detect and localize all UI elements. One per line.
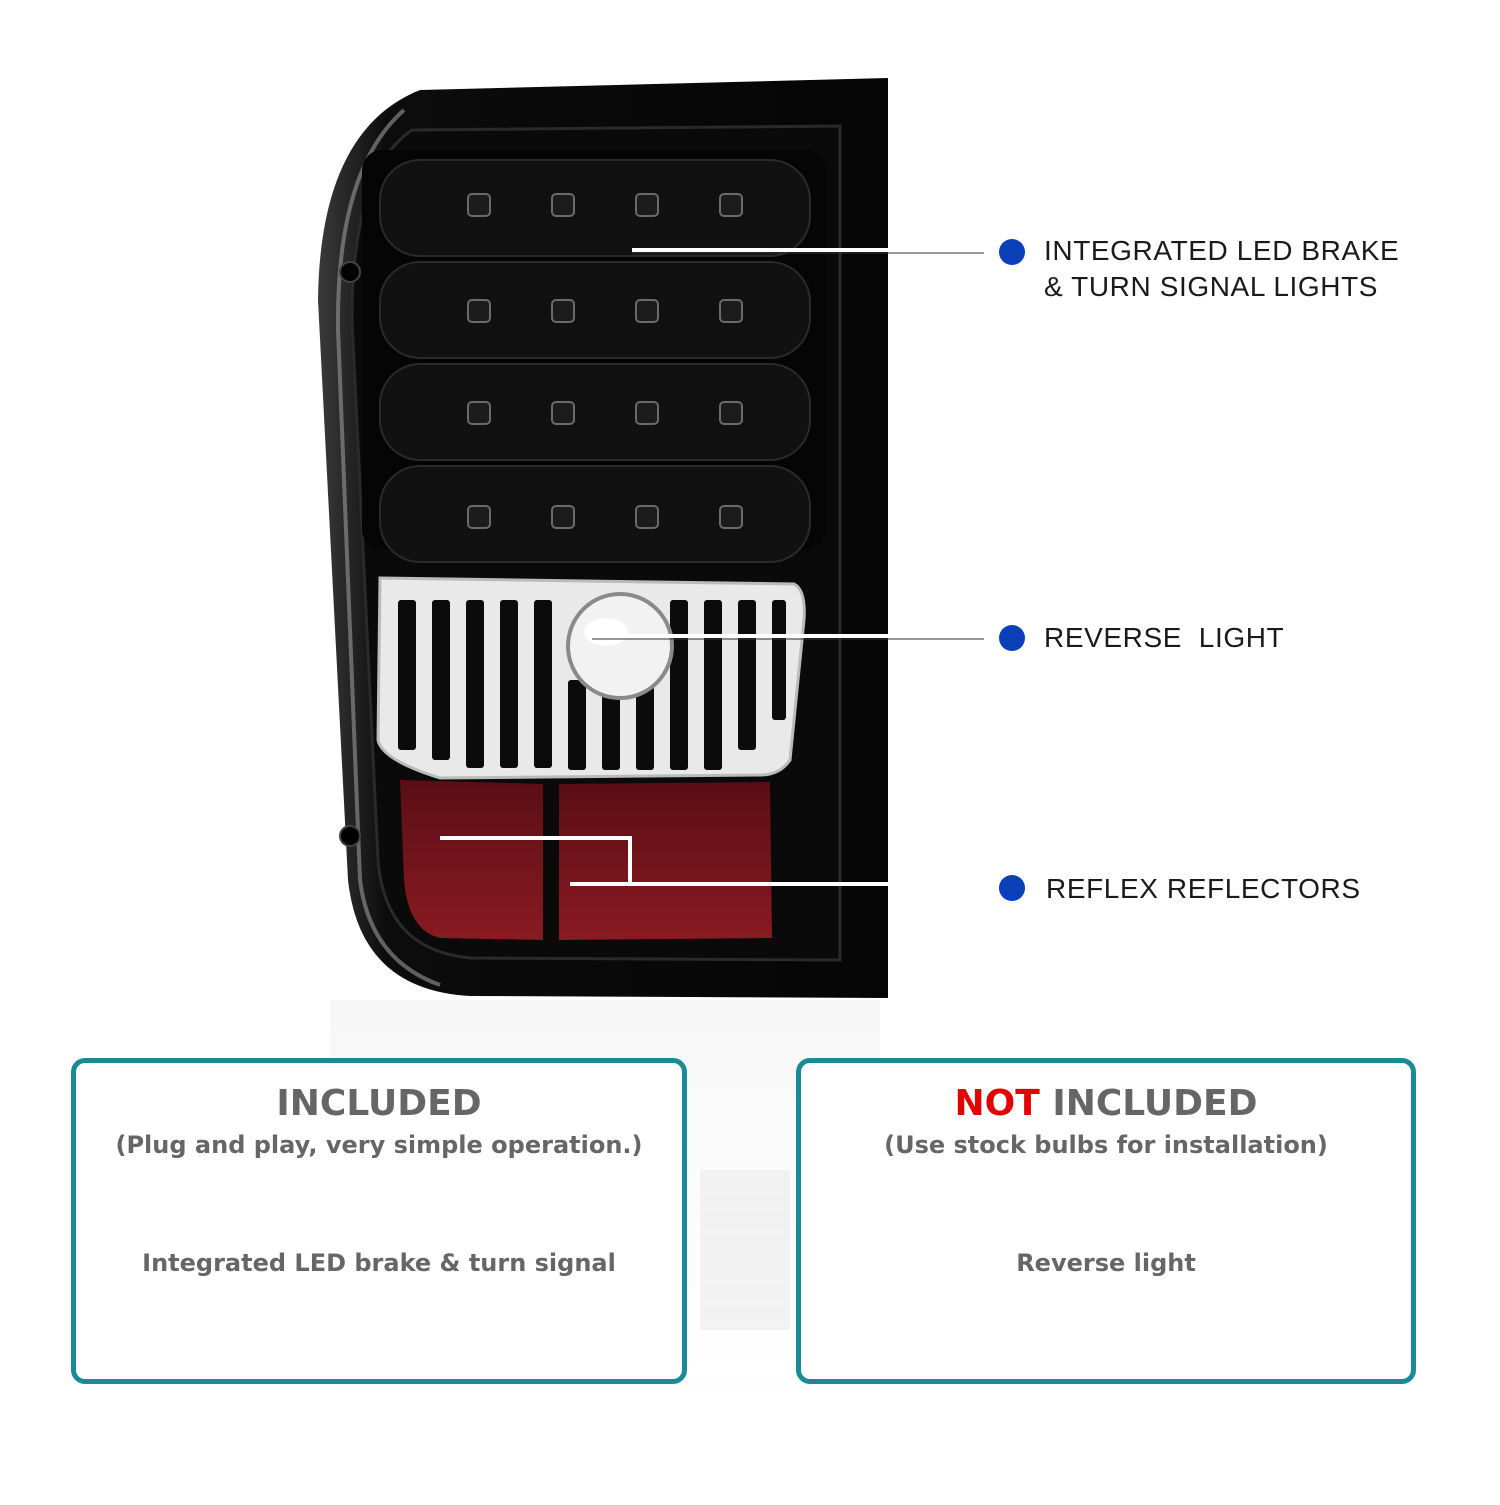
included-item: Integrated LED brake & turn signal	[142, 1249, 616, 1277]
callout-dot-reverse	[999, 625, 1025, 651]
not-included-item: Reverse light	[1016, 1249, 1196, 1277]
not-included-title-rest: INCLUDED	[1039, 1083, 1258, 1124]
not-included-card: NOT INCLUDED (Use stock bulbs for instal…	[796, 1058, 1416, 1384]
led-section	[362, 150, 826, 563]
not-included-title: NOT INCLUDED	[801, 1083, 1411, 1124]
callout-dot-led	[999, 239, 1025, 265]
callout-dot-reflector	[999, 875, 1025, 901]
callout-lines	[440, 248, 984, 886]
reverse-light-section	[376, 576, 806, 780]
reflector-section	[400, 780, 772, 942]
callout-label-reverse: REVERSE LIGHT	[1044, 622, 1285, 653]
included-card: INCLUDED (Plug and play, very simple ope…	[71, 1058, 687, 1384]
callout-label-led: INTEGRATED LED BRAKE & TURN SIGNAL LIGHT…	[1044, 233, 1399, 305]
not-included-title-red: NOT	[954, 1083, 1040, 1124]
included-subtitle: (Plug and play, very simple operation.)	[115, 1131, 643, 1159]
callout-led-line1: INTEGRATED LED BRAKE	[1044, 235, 1400, 266]
callout-label-reflector: REFLEX REFLECTORS	[1046, 873, 1361, 904]
not-included-subtitle: (Use stock bulbs for installation)	[884, 1131, 1328, 1159]
callout-led-line2: & TURN SIGNAL LIGHTS	[1044, 271, 1379, 302]
included-title: INCLUDED	[276, 1083, 482, 1124]
